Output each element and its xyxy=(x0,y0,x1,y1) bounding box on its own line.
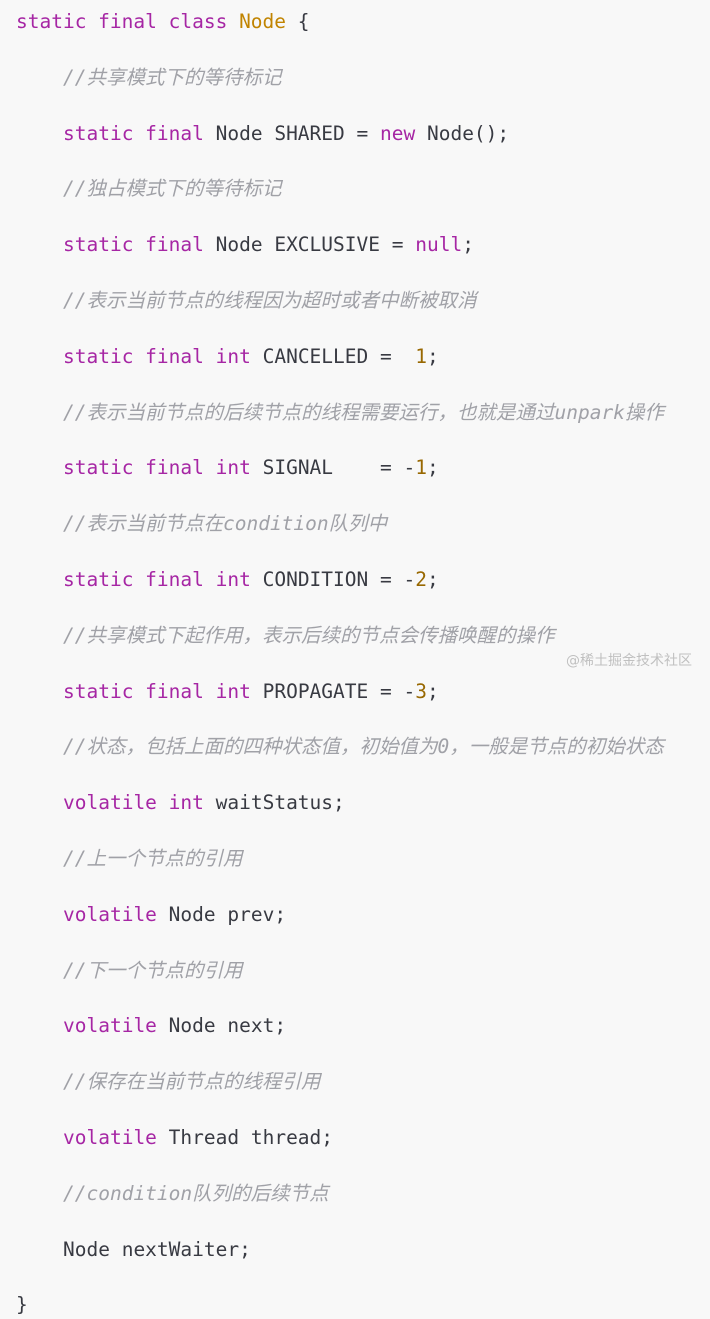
code-line-8: //表示当前节点的后续节点的线程需要运行，也就是通过unpark操作 xyxy=(16,399,664,427)
keyword-token: volatile xyxy=(63,1014,169,1038)
code-token: Thread thread; xyxy=(168,1125,334,1149)
keyword-token: static final xyxy=(63,233,216,257)
comment-token: //表示当前节点在condition队列中 xyxy=(63,512,388,536)
code-token: PROPAGATE = - xyxy=(262,679,416,703)
code-line-13: static final int PROPAGATE = -3; xyxy=(16,678,664,706)
code-line-20: //保存在当前节点的线程引用 xyxy=(16,1068,664,1096)
comment-token: //表示当前节点的线程因为超时或者中断被取消 xyxy=(63,288,477,312)
code-line-16: //上一个节点的引用 xyxy=(16,845,664,873)
code-token: Node nextWaiter; xyxy=(63,1237,251,1261)
code-line-14: //状态，包括上面的四种状态值，初始值为0，一般是节点的初始状态 xyxy=(16,733,664,761)
code-line-23: Node nextWaiter; xyxy=(16,1236,664,1264)
comment-token: //condition队列的后续节点 xyxy=(63,1181,329,1205)
code-token: ; xyxy=(426,456,439,480)
code-token: Node EXCLUSIVE = xyxy=(215,233,416,257)
code-line-24: } xyxy=(16,1291,664,1319)
keyword-token: static final int xyxy=(63,567,263,591)
number-token: 2 xyxy=(415,567,427,591)
comment-token: //共享模式下起作用，表示后续的节点会传播唤醒的操作 xyxy=(63,623,555,647)
keyword-token: static final class xyxy=(16,10,240,33)
code-token: Node SHARED = xyxy=(215,121,380,145)
code-line-3: static final Node SHARED = new Node(); xyxy=(16,120,664,148)
code-token: Node next; xyxy=(168,1014,287,1038)
code-token: waitStatus; xyxy=(215,791,345,815)
code-line-10: //表示当前节点在condition队列中 xyxy=(16,510,664,538)
code-token: { xyxy=(286,10,310,33)
code-token: CONDITION = - xyxy=(262,567,416,591)
code-line-19: volatile Node next; xyxy=(16,1012,664,1040)
comment-token: //状态，包括上面的四种状态值，初始值为0，一般是节点的初始状态 xyxy=(63,735,664,759)
code-line-12: //共享模式下起作用，表示后续的节点会传播唤醒的操作 xyxy=(16,622,664,650)
comment-token: //保存在当前节点的线程引用 xyxy=(63,1070,321,1094)
number-token: 1 xyxy=(415,344,427,368)
keyword-token: static final int xyxy=(63,344,263,368)
comment-token: //上一个节点的引用 xyxy=(63,846,243,870)
code-line-18: //下一个节点的引用 xyxy=(16,957,664,985)
keyword-token: volatile xyxy=(63,902,169,926)
keyword-token: volatile xyxy=(63,1125,169,1149)
code-token: Node(); xyxy=(415,121,510,145)
code-line-1: static final class Node { xyxy=(16,8,664,36)
code-line-6: //表示当前节点的线程因为超时或者中断被取消 xyxy=(16,287,664,315)
code-line-2: //共享模式下的等待标记 xyxy=(16,64,664,92)
code-token: Node prev; xyxy=(168,902,287,926)
keyword-token: static final int xyxy=(63,456,263,480)
code-line-5: static final Node EXCLUSIVE = null; xyxy=(16,231,664,259)
code-line-4: //独占模式下的等待标记 xyxy=(16,175,664,203)
class-name-token: Node xyxy=(239,10,287,33)
keyword-token: static final xyxy=(63,121,216,145)
keyword-token: new xyxy=(380,121,416,145)
code-token: ; xyxy=(426,679,439,703)
code-line-22: //condition队列的后续节点 xyxy=(16,1180,664,1208)
code-line-9: static final int SIGNAL = -1; xyxy=(16,454,664,482)
code-line-15: volatile int waitStatus; xyxy=(16,789,664,817)
code-token: ; xyxy=(426,567,439,591)
number-token: 1 xyxy=(415,456,427,480)
code-line-17: volatile Node prev; xyxy=(16,901,664,929)
keyword-token: volatile int xyxy=(63,791,216,815)
keyword-token: static final int xyxy=(63,679,263,703)
comment-token: //表示当前节点的后续节点的线程需要运行，也就是通过unpark操作 xyxy=(63,400,664,424)
code-token: ; xyxy=(426,344,439,368)
comment-token: //共享模式下的等待标记 xyxy=(63,65,282,89)
code-line-7: static final int CANCELLED = 1; xyxy=(16,343,664,371)
watermark: @稀土掘金技术社区 xyxy=(566,653,692,669)
code-line-21: volatile Thread thread; xyxy=(16,1124,664,1152)
comment-token: //独占模式下的等待标记 xyxy=(63,177,282,201)
number-token: 3 xyxy=(415,679,427,703)
comment-token: //下一个节点的引用 xyxy=(63,958,243,982)
code-token: SIGNAL = - xyxy=(262,456,416,480)
code-line-11: static final int CONDITION = -2; xyxy=(16,566,664,594)
code-token: ; xyxy=(462,233,474,257)
code-block: static final class Node { //共享模式下的等待标记 s… xyxy=(16,8,692,1317)
keyword-token: null xyxy=(415,233,463,257)
code-token: CANCELLED = xyxy=(262,344,416,368)
code-token: } xyxy=(16,1293,28,1317)
